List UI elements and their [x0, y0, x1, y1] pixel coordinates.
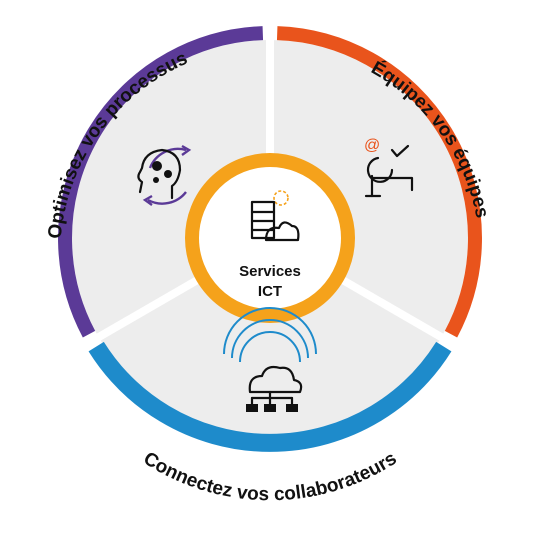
- segment-arc-optimise: [58, 26, 264, 338]
- server-cloud-icon: [250, 190, 300, 242]
- center-title-line1: Services: [239, 263, 301, 280]
- center-title-line2: ICT: [258, 283, 282, 300]
- segment-arc-equipez: [276, 26, 482, 338]
- worker-checklist-icon: @: [364, 137, 414, 198]
- brain-gears-icon: [137, 144, 192, 206]
- segment-label-connectez: Connectez vos collaborateurs: [140, 448, 401, 505]
- svg-text:@: @: [364, 137, 380, 154]
- segment-arc-connectez: [88, 341, 452, 452]
- cloud-network-icon: [223, 307, 317, 412]
